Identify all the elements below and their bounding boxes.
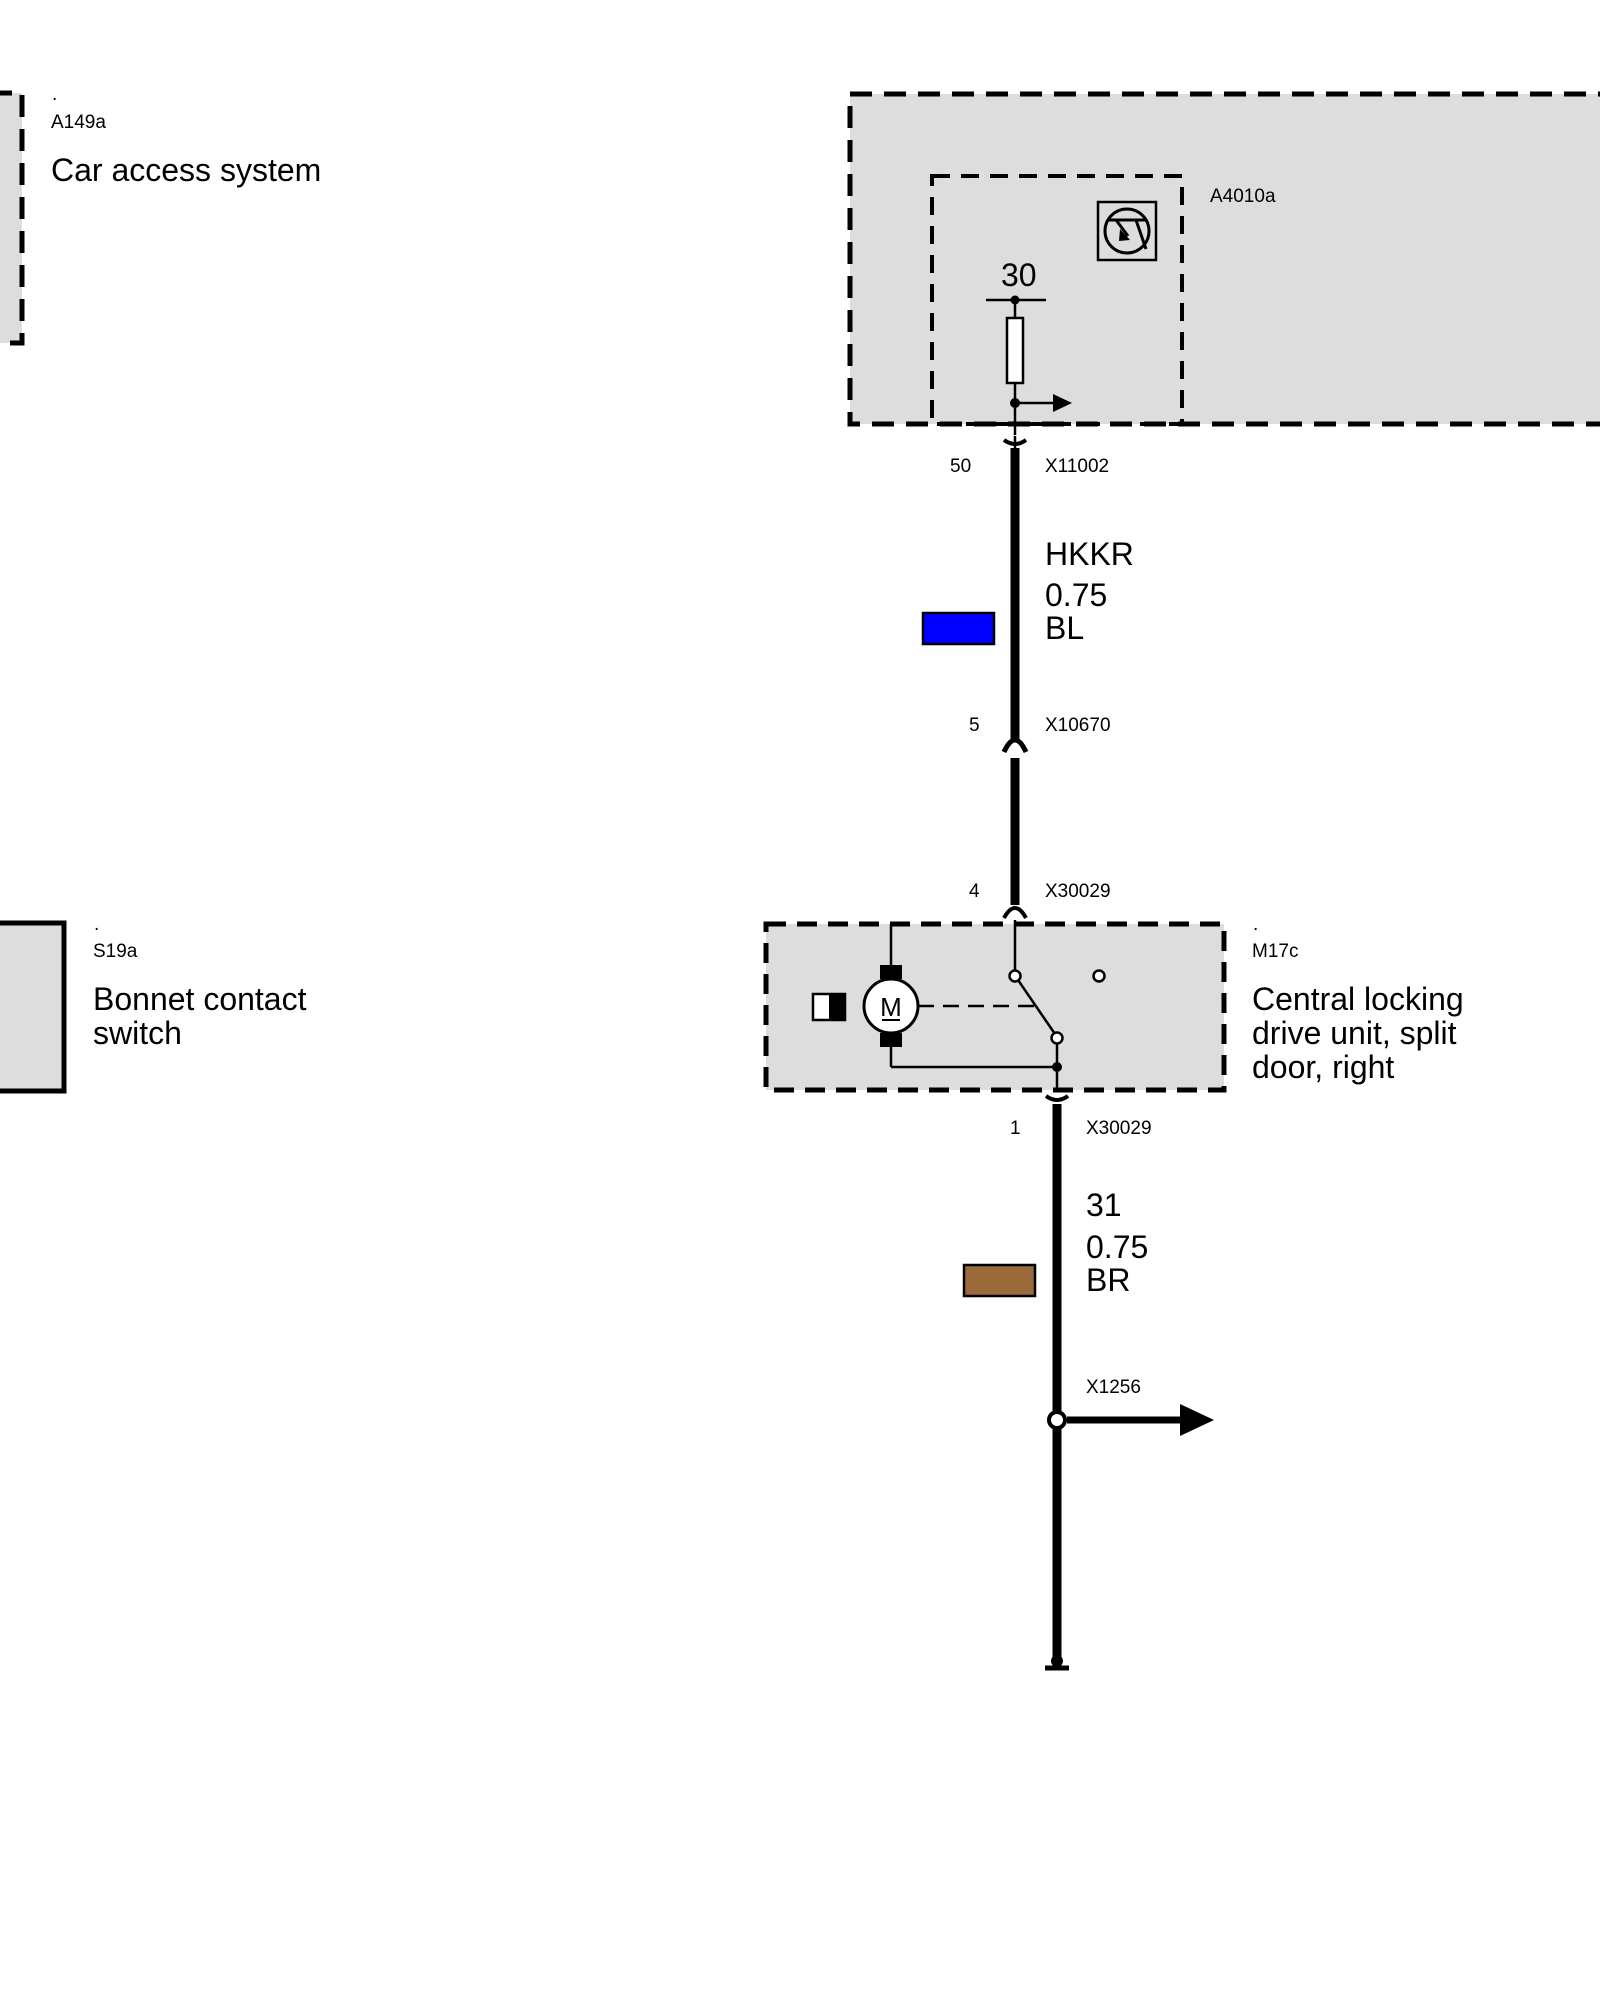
splice-x1256-id: X1256 xyxy=(1086,1377,1141,1398)
connector-x30029-bottom-pin: 1 xyxy=(1010,1118,1021,1139)
ground-icon xyxy=(1045,1655,1069,1671)
wire-lower-name: 31 xyxy=(1086,1187,1122,1223)
connector-x30029-top-id: X30029 xyxy=(1045,881,1111,902)
module-a4010a-outer-border xyxy=(847,91,1600,427)
terminal-30-label: 30 xyxy=(1001,257,1037,293)
arrow-right-icon xyxy=(1180,1404,1214,1436)
connector-x30029-bottom-symbol xyxy=(1044,1094,1070,1102)
connector-x11002-id: X11002 xyxy=(1045,456,1109,477)
module-m17c-dot: . xyxy=(1253,914,1258,935)
connector-x10670[interactable]: 5 X10670 xyxy=(969,715,1111,754)
module-m17c-name-line3: door, right xyxy=(1252,1049,1394,1085)
position-indicator-icon xyxy=(811,992,847,1022)
module-m17c-name-line2: drive unit, split xyxy=(1252,1015,1457,1051)
splice-x1256[interactable]: X1256 xyxy=(1047,1377,1214,1436)
wire-upper-color-code: BL xyxy=(1045,610,1084,646)
module-a149a-border xyxy=(0,90,25,346)
module-a4010a-fill xyxy=(850,94,1600,424)
connector-x10670-symbol xyxy=(1001,737,1029,754)
module-m17c-name-line1: Central locking xyxy=(1252,981,1464,1017)
fuse-icon xyxy=(1005,316,1025,385)
motor-symbol-label: M xyxy=(880,992,902,1022)
wire-lower-color-code: BR xyxy=(1086,1262,1130,1298)
connector-x11002[interactable]: 50 X11002 xyxy=(950,436,1109,477)
module-a4010a-id: A4010a xyxy=(1210,186,1276,207)
connector-x10670-pin: 5 xyxy=(969,715,980,736)
wire-upper-name: HKKR xyxy=(1045,536,1134,572)
switch-icon xyxy=(918,920,1106,1072)
module-a4010a-inner-border xyxy=(930,174,1184,426)
module-s19a-box xyxy=(0,920,67,1094)
wire-lower[interactable]: 31 0.75 BR xyxy=(962,1104,1148,1665)
module-a149a-name: Car access system xyxy=(51,152,321,188)
motor-icon: M xyxy=(862,924,1057,1069)
module-s19a[interactable]: . S19a Bonnet contact switch xyxy=(0,914,307,1094)
module-s19a-dot: . xyxy=(94,914,99,935)
module-m17c[interactable]: . M17c Central locking drive unit, split… xyxy=(763,914,1464,1093)
connector-x30029-top-symbol xyxy=(1002,906,1028,920)
module-s19a-id: S19a xyxy=(93,941,138,962)
arrow-right-icon xyxy=(1053,394,1072,412)
module-m17c-id: M17c xyxy=(1252,941,1298,962)
connector-x30029-bottom[interactable]: 1 X30029 xyxy=(1010,1067,1152,1139)
connector-x30029-top-pin: 4 xyxy=(969,881,980,902)
wire-upper[interactable]: HKKR 0.75 BL xyxy=(921,448,1134,740)
splice-x1256-node xyxy=(1047,1410,1067,1430)
wire-lower-color-swatch xyxy=(962,1263,1037,1298)
module-a149a-fill xyxy=(0,93,22,343)
module-a149a-dot: . xyxy=(52,84,57,105)
connector-x30029-bottom-id: X30029 xyxy=(1086,1118,1152,1139)
module-a149a-id: A149a xyxy=(51,112,106,133)
module-s19a-name-line2: switch xyxy=(93,1015,182,1051)
connector-x11002-pin: 50 xyxy=(950,456,971,477)
module-s19a-name-line1: Bonnet contact xyxy=(93,981,307,1017)
connector-x30029-top[interactable]: 4 X30029 xyxy=(969,881,1111,920)
connector-x10670-id: X10670 xyxy=(1045,715,1111,736)
wire-upper-color-swatch xyxy=(921,611,996,646)
wire-lower-gauge: 0.75 xyxy=(1086,1229,1148,1265)
transistor-icon xyxy=(1096,200,1158,262)
module-a4010a[interactable]: A4010a 30 xyxy=(847,91,1600,435)
module-a149a[interactable]: . A149a Car access system xyxy=(0,84,321,346)
wire-upper-gauge: 0.75 xyxy=(1045,577,1107,613)
